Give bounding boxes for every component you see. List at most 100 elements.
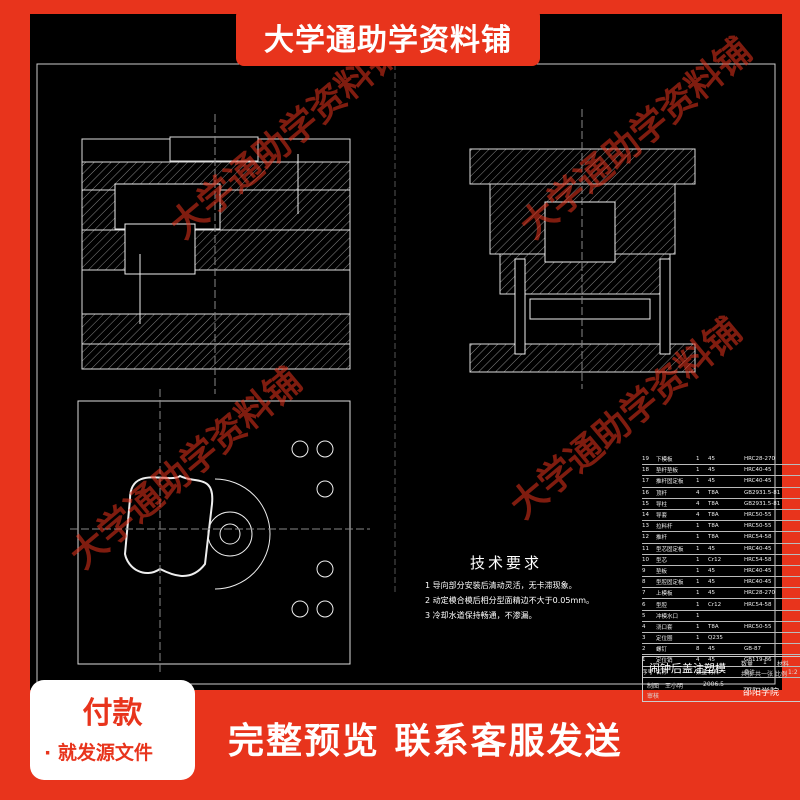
- bom-cell: 6: [642, 601, 646, 608]
- bom-cell: 45: [708, 657, 715, 664]
- title-block: 闹钟后盖注塑模 数量 1 材料 共张 共一张 比例 1:2 制图 王小明 200…: [642, 656, 800, 702]
- bom-cell: 1: [696, 601, 700, 608]
- bom-cell: 45: [708, 567, 715, 574]
- qty-value: 1: [763, 659, 767, 666]
- bom-cell: 4: [696, 657, 700, 664]
- bom-cell: 序号: [642, 669, 654, 676]
- bom-cell: HRC54-58: [744, 556, 772, 563]
- bom-cell: 定位圈: [656, 636, 673, 643]
- bom-cell: HRC50-55: [744, 512, 772, 519]
- sheet-value: 共一张: [755, 671, 774, 678]
- bom-cell: 14: [642, 512, 649, 519]
- bom-cell: 推杆: [656, 535, 668, 542]
- bom-cell: 顶杆: [656, 490, 668, 497]
- bom-cell: 1: [696, 612, 700, 619]
- bom-cell: 5: [642, 612, 646, 619]
- cad-drawing-sheet: 技术要求 1 导向部分安装后清动灵活，无卡滞现象。 2 动定模合模后相分型面精边…: [30, 14, 800, 702]
- bom-cell: 型芯固定板: [656, 546, 684, 553]
- bom-cell: 45: [708, 579, 715, 586]
- bom-cell: Cr12: [708, 556, 722, 563]
- bom-cell: 19: [642, 456, 649, 463]
- bom-cell: 17: [642, 478, 649, 485]
- bom-cell: T8A: [708, 489, 719, 496]
- check-label: 审核: [647, 693, 660, 700]
- bom-cell: 1: [696, 579, 700, 586]
- bom-cell: 1: [696, 478, 700, 485]
- bom-cell: 1: [642, 657, 646, 664]
- bom-cell: HRC28-270: [744, 590, 776, 597]
- bom-cell: Q235: [708, 635, 723, 642]
- part-name: 闹钟后盖注塑模: [649, 662, 726, 675]
- bom-cell: 导套: [656, 513, 668, 520]
- tech-line: 3 冷却水道保持畅通，不渗漏。: [425, 611, 537, 620]
- bom-cell: 8: [696, 646, 700, 653]
- scale-value: 1:2: [788, 669, 798, 676]
- bom-cell: 型芯: [656, 557, 668, 564]
- bom-cell: T8A: [708, 512, 719, 519]
- qty-label: 数量: [741, 661, 754, 668]
- bom-cell: Cr12: [708, 601, 722, 608]
- drawing-date: 2006.5: [703, 681, 724, 688]
- bom-cell: 45: [708, 646, 715, 653]
- school-name: 邵阳学院: [743, 688, 780, 698]
- bom-cell: 螺钉: [656, 647, 668, 654]
- bom-cell: 3: [642, 635, 646, 642]
- bom-cell: 1: [696, 467, 700, 474]
- bom-cell: GB2931.5-81: [744, 489, 781, 496]
- bom-cell: 型腔: [656, 602, 668, 609]
- maker-name: 王小明: [665, 683, 684, 690]
- bom-cell: HRC50-55: [744, 523, 772, 530]
- bom-cell: 4: [642, 623, 646, 630]
- bom-cell: HRC54-58: [744, 534, 772, 541]
- bom-cell: HRC40-45: [744, 545, 772, 552]
- bom-cell: 45: [708, 545, 715, 552]
- bom-cell: 1: [696, 590, 700, 597]
- payment-box[interactable]: 付款 · 就发源文件: [30, 680, 195, 780]
- bom-cell: GB-87: [744, 646, 762, 653]
- bom-cell: 定位销: [656, 658, 673, 665]
- payment-title: 付款: [82, 696, 143, 731]
- bom-cell: 1: [696, 623, 700, 630]
- bom-cell: 1: [696, 556, 700, 563]
- bom-cell: HRC40-45: [744, 567, 772, 574]
- bom-cell: T8A: [708, 623, 719, 630]
- bom-cell: 16: [642, 489, 649, 496]
- bom-cell: HRC40-45: [744, 478, 772, 485]
- bom-cell: 10: [642, 556, 649, 563]
- sheet-label: 共张: [741, 671, 754, 678]
- bom-cell: HRC40-45: [744, 467, 772, 474]
- footer-slogan: 完整预览 联系客服发送: [228, 721, 623, 762]
- shop-banner: 大学通助学资料铺: [236, 8, 540, 66]
- bom-cell: 8: [642, 579, 646, 586]
- bom-cell: 备注: [744, 669, 756, 676]
- bom-cell: 7: [642, 590, 646, 597]
- bom-cell: 名称: [656, 669, 668, 676]
- bom-cell: 下模板: [656, 457, 673, 464]
- bom-cell: 11: [642, 545, 649, 552]
- side-section-view: [469, 109, 696, 389]
- bom-cell: 45: [708, 467, 715, 474]
- bom-cell: 45: [708, 478, 715, 485]
- bom-cell: 垫板: [656, 568, 668, 575]
- bom-row: 16 顶杆 4 T8A GB2931.5-81: [642, 488, 800, 499]
- payment-subtitle: · 就发源文件: [44, 742, 153, 764]
- bom-cell: 13: [642, 523, 649, 530]
- bom-cell: 18: [642, 467, 649, 474]
- bom-cell: 4: [696, 489, 700, 496]
- bom-cell: 9: [642, 567, 646, 574]
- bom-cell: 1: [696, 523, 700, 530]
- bom-cell: 数量: [696, 669, 708, 676]
- bom-header: 序号名称数量材料备注: [642, 667, 800, 678]
- mold-drawing: [36, 63, 776, 685]
- bom-cell: 浇口套: [656, 624, 673, 631]
